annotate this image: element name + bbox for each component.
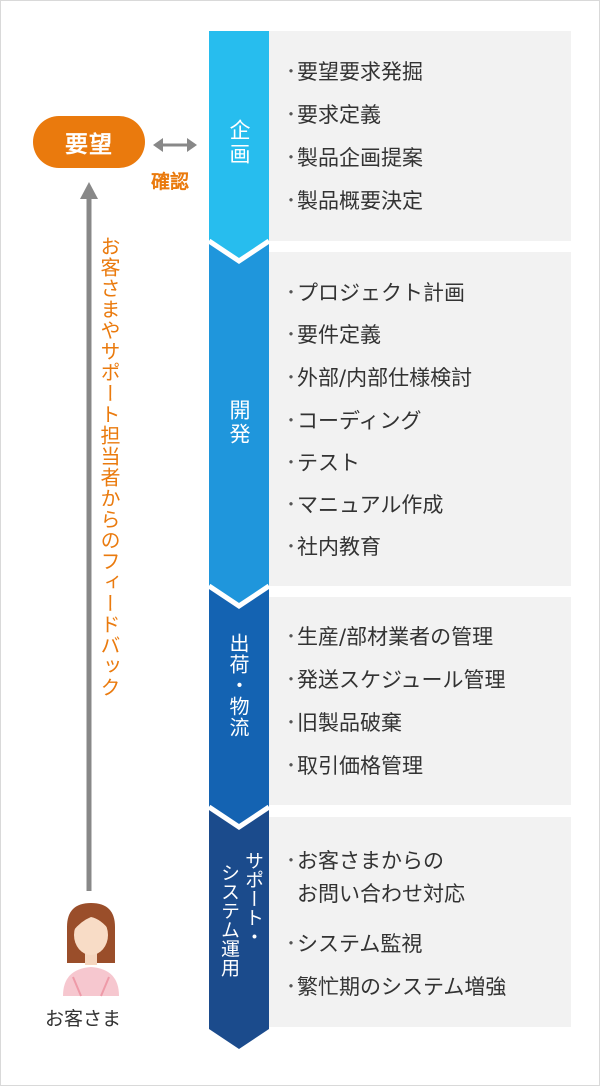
band-segment-development: [209, 241, 269, 606]
band-segment-support: [209, 807, 269, 1049]
list-item: ・要求定義: [283, 103, 381, 127]
list-item: ・コーディング: [283, 409, 422, 433]
panel-shipping: ・生産/部材業者の管理 ・発送スケジュール管理 ・旧製品破棄 ・取引価格管理: [269, 597, 571, 805]
list-item: お問い合わせ対応: [297, 882, 465, 906]
panel-development: ・プロジェクト計画 ・要件定義 ・外部/内部仕様検討 ・コーディング ・テスト …: [269, 252, 571, 586]
list-item: ・製品企画提案: [283, 146, 423, 170]
band-segment-planning: [209, 31, 269, 261]
list-item: ・要件定義: [283, 323, 381, 347]
band-segment-shipping: [209, 586, 269, 827]
confirm-label: 確認: [151, 171, 190, 193]
stage-label-support: サポート・ システム運用: [214, 851, 264, 1021]
list-item: ・製品概要決定: [283, 189, 423, 213]
stage-label-development: 開発: [227, 399, 251, 447]
band-separator-1: [207, 238, 271, 265]
list-item: ・繁忙期のシステム増強: [283, 975, 507, 999]
demand-pill: 要望: [33, 116, 145, 168]
list-item: ・マニュアル作成: [283, 493, 444, 517]
list-item: ・旧製品破棄: [283, 711, 402, 735]
list-item: ・取引価格管理: [283, 754, 423, 778]
stage-label-shipping: 出荷・物流: [226, 633, 250, 738]
list-item: ・要望要求発掘: [283, 60, 423, 84]
stage-label-planning: 企画: [227, 119, 251, 167]
band-separator-2: [207, 583, 271, 610]
stage-label-support-line1: サポート・: [242, 851, 264, 946]
stage-label-support-line2: システム運用: [218, 863, 240, 977]
list-item: ・テスト: [283, 451, 360, 475]
band-separator-3: [207, 804, 271, 831]
list-item: ・プロジェクト計画: [283, 281, 465, 305]
customer-label: お客さま: [45, 1008, 122, 1030]
list-item: ・発送スケジュール管理: [283, 668, 506, 692]
list-item: ・生産/部材業者の管理: [283, 625, 494, 649]
panel-planning: ・要望要求発掘 ・要求定義 ・製品企画提案 ・製品概要決定: [269, 31, 571, 241]
feedback-text: お客さまやサポート担当者からのフィードバック: [97, 236, 121, 698]
list-item: ・社内教育: [283, 535, 381, 559]
panel-support: ・お客さまからの お問い合わせ対応 ・システム監視 ・繁忙期のシステム増強: [269, 817, 571, 1027]
list-item: ・お客さまからの: [283, 849, 444, 873]
list-item: ・システム監視: [283, 932, 423, 956]
list-item: ・外部/内部仕様検討: [283, 366, 473, 390]
